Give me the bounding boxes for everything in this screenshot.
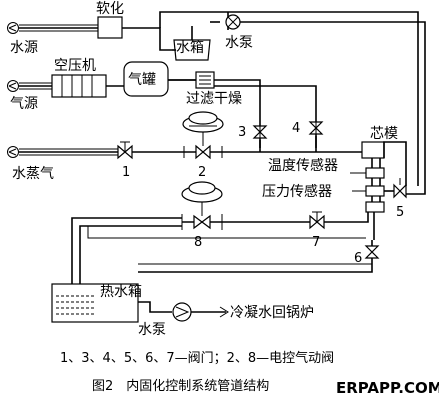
air-source-inlet-icon [7,80,19,92]
figure-caption: 图2 内固化控制系统管道结构 [92,378,269,394]
steam-line [7,111,362,160]
temperature-sensor-icon [365,167,385,179]
air-tank-shape [123,61,169,97]
core-mold-box [361,141,385,159]
valve-8-number: 8 [194,235,202,250]
air-compressor-box [51,74,107,98]
temperature-sensor-label: 温度传感器 [268,157,338,174]
control-valve-2-icon [195,144,211,160]
softener-label: 软化 [96,1,124,17]
pressure-sensor-label: 压力传感器 [262,183,332,200]
legend-text: 1、3、4、5、6、7—阀门；2、8—电控气动阀 [60,350,334,366]
water-tank-label: 水箱 [176,40,204,56]
core-mold-assembly [350,141,407,240]
watermark: ERPAPP.COM [336,379,439,397]
air-compressor-label: 空压机 [54,58,96,74]
hot-water-tank-label: 热水箱 [100,284,142,300]
return-line [71,181,380,284]
bottom-water-pump-label: 水泵 [138,322,166,338]
core-mold-label: 芯模 [370,126,398,142]
filter-dryer-label: 过滤干燥 [186,91,242,107]
valve-6-icon [364,245,380,259]
water-tank-shape [173,39,211,61]
air-source-line [7,61,317,148]
air-source-label: 气源 [10,96,38,112]
water-source-inlet-icon [7,22,19,34]
valve-6-number: 6 [354,251,362,266]
steam-label: 水蒸气 [12,166,54,182]
valve-5-number: 5 [396,205,404,220]
top-water-pump-label: 水泵 [225,35,253,51]
valve-1-number: 1 [122,165,130,180]
control-valve-8-icon [193,214,211,230]
steam-inlet-icon [7,146,19,158]
valve-5-icon [393,183,407,199]
valve-2-number: 2 [198,165,206,180]
valve-3-number: 3 [238,125,246,140]
water-source-label: 水源 [10,40,38,56]
hot-water-tank-group [51,283,229,323]
air-tank-label: 气罐 [128,72,156,88]
valve-7-number: 7 [312,235,320,250]
valve-4-number: 4 [292,121,300,136]
softener-box [97,16,123,39]
water-source-line [7,11,426,195]
condensate-return-label: 冷凝水回锅炉 [230,305,314,321]
pressure-sensor-icon [365,185,385,197]
hot-water-tank-box [51,283,139,323]
